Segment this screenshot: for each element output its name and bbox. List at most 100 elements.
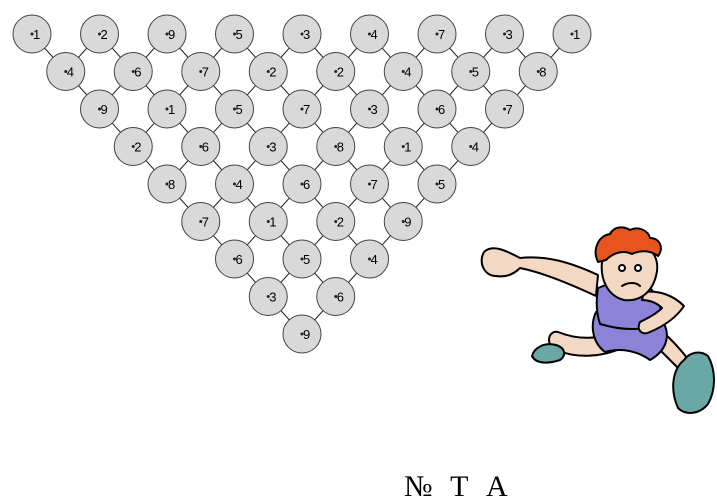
- number-node: 2: [80, 14, 119, 54]
- node-center-dot: [334, 295, 338, 298]
- number-node: 4: [451, 127, 491, 166]
- number-node: 8: [518, 52, 558, 91]
- node-center-dot: [334, 220, 338, 223]
- number-node: 8: [316, 127, 356, 166]
- node-number: 5: [236, 102, 243, 117]
- number-node: 9: [282, 314, 322, 354]
- number-node: 2: [316, 202, 356, 241]
- node-center-dot: [199, 70, 203, 73]
- node-center-dot: [233, 182, 236, 186]
- number-node: 2: [113, 127, 153, 166]
- node-number: 4: [371, 27, 378, 42]
- boy-eye-right: [634, 264, 642, 272]
- node-number: 2: [337, 215, 344, 230]
- number-node: 3: [350, 89, 389, 129]
- node-number: 6: [337, 290, 344, 305]
- node-number: 6: [236, 252, 243, 267]
- node-center-dot: [300, 32, 304, 36]
- node-number: 4: [404, 65, 411, 80]
- node-number: 3: [371, 102, 378, 117]
- node-center-dot: [435, 32, 439, 36]
- node-number: 1: [404, 140, 411, 155]
- number-node: 4: [350, 14, 389, 54]
- node-number: 1: [168, 102, 175, 117]
- node-center-dot: [98, 32, 101, 36]
- node-center-dot: [131, 145, 135, 148]
- node-center-dot: [503, 32, 506, 36]
- node-center-dot: [536, 70, 540, 73]
- node-number: 4: [67, 65, 74, 80]
- node-center-dot: [199, 220, 203, 223]
- node-center-dot: [199, 145, 203, 148]
- number-node: 7: [181, 52, 221, 91]
- node-number: 2: [101, 27, 108, 42]
- node-number: 6: [134, 65, 141, 80]
- node-number: 2: [134, 140, 141, 155]
- number-node: 8: [147, 164, 187, 204]
- node-number: 2: [269, 65, 276, 80]
- node-center-dot: [233, 107, 236, 111]
- running-boy-icon: [480, 226, 715, 414]
- number-node: 7: [417, 14, 457, 54]
- node-number: 6: [202, 140, 209, 155]
- node-number: 5: [303, 252, 310, 267]
- boy-right-shoe: [672, 351, 715, 414]
- node-center-dot: [300, 257, 304, 261]
- node-number: 2: [337, 65, 344, 80]
- number-node: 6: [215, 239, 254, 279]
- number-node: 6: [316, 277, 356, 316]
- number-node: 2: [316, 52, 356, 91]
- node-center-dot: [503, 107, 506, 111]
- node-number: 3: [269, 140, 276, 155]
- boy-front-arm: [637, 290, 685, 335]
- node-number: 4: [371, 252, 378, 267]
- number-node: 9: [147, 14, 187, 54]
- node-number: 5: [236, 27, 243, 42]
- number-node: 6: [113, 52, 153, 91]
- number-node: 4: [215, 164, 254, 204]
- node-number: 6: [303, 177, 310, 192]
- node-number: 1: [269, 215, 276, 230]
- number-node: 9: [383, 202, 423, 241]
- number-node: 1: [248, 202, 288, 241]
- node-center-dot: [401, 145, 405, 148]
- node-number: 9: [168, 27, 175, 42]
- number-node: 1: [147, 89, 187, 129]
- node-center-dot: [368, 32, 371, 36]
- node-center-dot: [165, 107, 169, 111]
- node-number: 8: [337, 140, 344, 155]
- node-number: 5: [438, 177, 445, 192]
- number-node: 3: [248, 277, 288, 316]
- node-number: 4: [472, 140, 479, 155]
- node-number: 5: [472, 65, 479, 80]
- node-number: 4: [236, 177, 243, 192]
- node-center-dot: [165, 32, 169, 36]
- number-node: 6: [282, 164, 322, 204]
- node-number: 1: [33, 27, 40, 42]
- node-center-dot: [266, 220, 270, 223]
- node-number: 7: [371, 177, 378, 192]
- number-node: 6: [181, 127, 221, 166]
- node-number: 9: [404, 215, 411, 230]
- node-center-dot: [435, 107, 439, 111]
- number-node: 7: [350, 164, 389, 204]
- node-center-dot: [266, 70, 270, 73]
- node-center-dot: [165, 182, 169, 186]
- number-node: 5: [282, 239, 322, 279]
- node-center-dot: [233, 257, 236, 261]
- number-node: 7: [181, 202, 221, 241]
- number-node: 7: [485, 89, 524, 129]
- node-center-dot: [30, 32, 34, 36]
- node-center-dot: [266, 145, 270, 148]
- number-node: 5: [417, 164, 457, 204]
- number-node: 3: [485, 14, 524, 54]
- node-center-dot: [469, 70, 473, 73]
- boy-mouth: [621, 282, 641, 287]
- node-number: 8: [168, 177, 175, 192]
- number-node: 1: [383, 127, 423, 166]
- node-number: 3: [506, 27, 513, 42]
- node-center-dot: [435, 182, 439, 186]
- node-number: 1: [573, 27, 580, 42]
- node-number: 9: [101, 102, 108, 117]
